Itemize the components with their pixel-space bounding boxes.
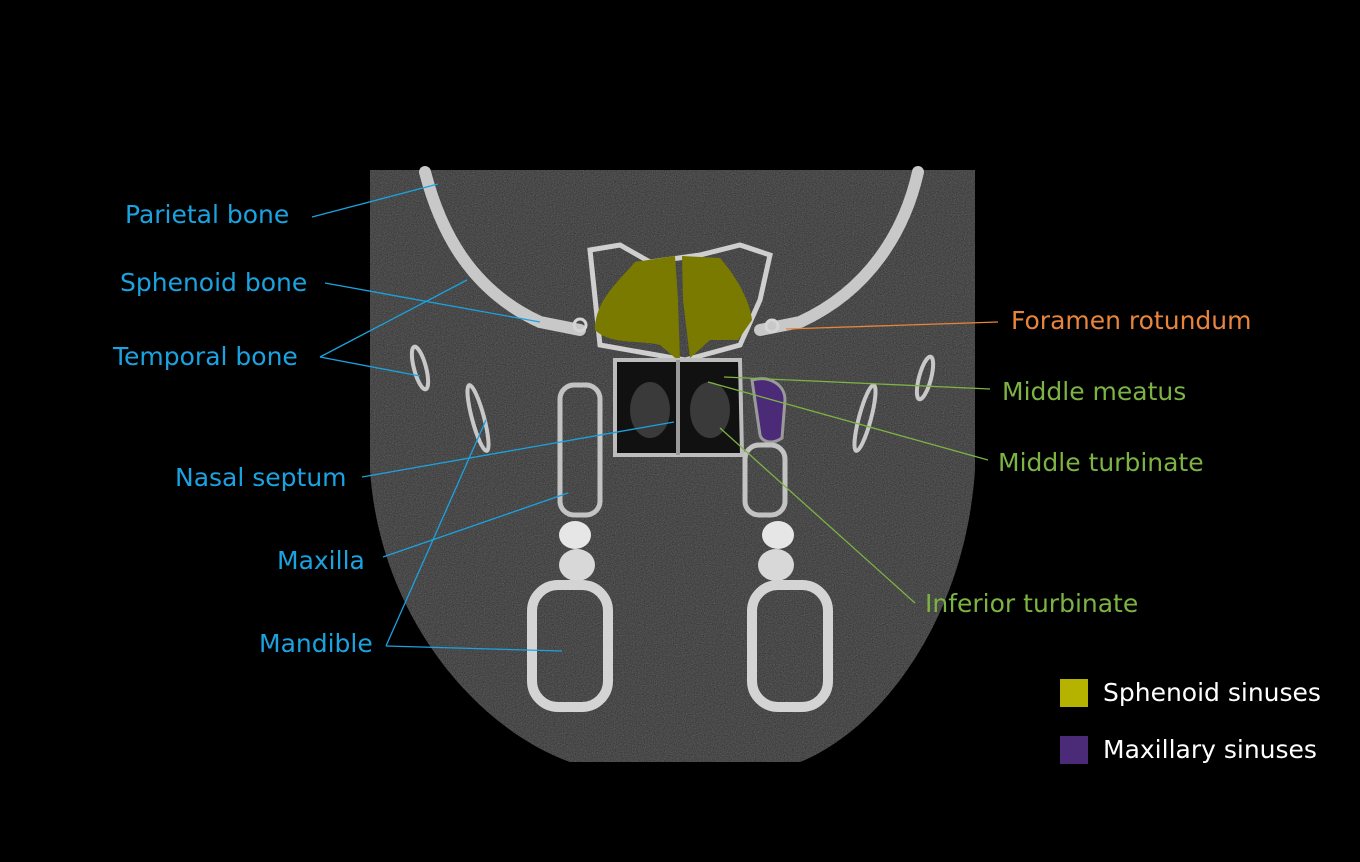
label-foramen-rotundum: Foramen rotundum <box>1011 306 1252 335</box>
label-sphenoid-bone: Sphenoid bone <box>120 268 308 297</box>
parietal-bone-left <box>419 166 586 336</box>
maxillary-sinus <box>750 377 787 444</box>
parietal-bone-right <box>754 166 924 336</box>
label-middle-meatus: Middle meatus <box>1002 377 1187 406</box>
sphenoid-sinus-right <box>682 256 752 358</box>
mandible-left <box>527 580 613 712</box>
label-inferior-turbinate: Inferior turbinate <box>925 589 1139 618</box>
sphenoid-sinus-left <box>595 256 680 362</box>
legend-swatch-sphenoid <box>1060 678 1088 707</box>
legend-label-sphenoid: Sphenoid sinuses <box>1103 678 1321 707</box>
leader-line-orange <box>785 321 999 330</box>
label-middle-turbinate: Middle turbinate <box>998 448 1204 477</box>
legend-item-maxillary: Maxillary sinuses <box>1060 735 1317 764</box>
label-parietal-bone: Parietal bone <box>125 200 290 229</box>
legend-label-maxillary: Maxillary sinuses <box>1103 735 1317 764</box>
legend-item-sphenoid: Sphenoid sinuses <box>1060 678 1321 707</box>
mandible-right <box>747 580 833 712</box>
label-mandible: Mandible <box>259 629 373 658</box>
legend-swatch-maxillary <box>1060 735 1088 764</box>
label-temporal-bone: Temporal bone <box>113 342 298 371</box>
label-nasal-septum: Nasal septum <box>175 463 347 492</box>
label-maxilla: Maxilla <box>277 546 365 575</box>
leader-lines-green <box>707 376 991 604</box>
leader-lines-blue <box>311 183 675 652</box>
